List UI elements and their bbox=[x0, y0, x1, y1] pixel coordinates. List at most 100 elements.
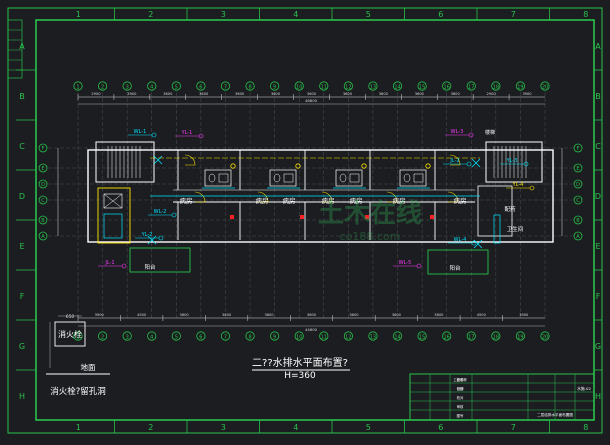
axis-bubble-top bbox=[515, 81, 526, 91]
ward-toilet bbox=[399, 169, 427, 187]
drawing-scale-text: H=360 bbox=[284, 371, 316, 381]
axis-bubble-bottom bbox=[319, 331, 329, 341]
axis-label-top: 9 bbox=[273, 85, 276, 91]
hydrant-label: 消火栓 bbox=[58, 329, 82, 339]
door-swing bbox=[194, 191, 206, 203]
axis-label-top: 3 bbox=[126, 85, 129, 91]
axis-bubble-right bbox=[573, 179, 583, 189]
axis-label-top: 13 bbox=[370, 85, 376, 91]
border-row-label-right: A bbox=[595, 42, 601, 51]
axis-label-left: F bbox=[42, 146, 45, 152]
title-block-cell: 日期 bbox=[457, 386, 464, 391]
dim-value-bottom: 3600 bbox=[180, 313, 190, 317]
border-column-label-top: 7 bbox=[511, 10, 516, 19]
door-swing bbox=[184, 154, 196, 166]
dim-value-top: 3900 bbox=[127, 92, 137, 96]
ward-toilet bbox=[335, 169, 363, 187]
axis-bubble-left bbox=[38, 179, 48, 189]
axis-label-bottom: 16 bbox=[443, 335, 449, 341]
axis-bubble-bottom bbox=[245, 331, 255, 341]
axis-bubble-bottom bbox=[442, 331, 452, 341]
pipe-tag: WL-1 bbox=[134, 129, 147, 135]
axis-bubble-bottom bbox=[147, 331, 157, 341]
border-column-label-top: 3 bbox=[221, 10, 226, 19]
riser-symbol bbox=[468, 132, 474, 138]
axis-label-top: 8 bbox=[248, 85, 251, 91]
axis-bubble-top bbox=[73, 81, 83, 91]
dim-value-bottom: 3900 bbox=[95, 313, 105, 317]
axis-bubble-top bbox=[97, 81, 108, 91]
building-plan: 1122334455667788991010111112121313141415… bbox=[38, 81, 583, 341]
axis-label-bottom: 6 bbox=[199, 335, 202, 341]
border-row-label-left: F bbox=[20, 292, 25, 301]
axis-label-bottom: 17 bbox=[468, 335, 474, 341]
axis-label-left: A bbox=[41, 234, 45, 240]
balcony-left bbox=[129, 247, 191, 273]
room-label: 病房 bbox=[180, 196, 193, 205]
elevator-cross bbox=[103, 193, 123, 209]
axis-bubble-top bbox=[294, 81, 304, 91]
drawing-title-text: 二??水排水平面布置? bbox=[252, 356, 348, 369]
elevator-shaft bbox=[97, 187, 131, 244]
axis-bubble-top bbox=[540, 81, 550, 91]
pipe-tag: WL-2 bbox=[154, 209, 167, 215]
axis-bubble-bottom bbox=[343, 331, 353, 341]
axis-label-bottom: 15 bbox=[419, 335, 425, 341]
axis-bubble-bottom bbox=[294, 331, 304, 341]
right-fixture bbox=[493, 214, 501, 244]
border-row-label-left: B bbox=[19, 92, 25, 101]
title-block-cell: 图号 bbox=[457, 413, 464, 418]
axis-bubble-top bbox=[343, 81, 353, 91]
border-column-label-top: 4 bbox=[293, 10, 298, 19]
axis-label-top: 10 bbox=[296, 85, 302, 91]
dim-value-top: 3600 bbox=[271, 92, 281, 96]
axis-label-right: F bbox=[577, 146, 580, 152]
riser-symbol bbox=[295, 163, 301, 169]
pipe-tag: WL-5 bbox=[399, 260, 412, 266]
border-column-label-top: 2 bbox=[148, 10, 153, 19]
border-column-label-bottom: 4 bbox=[293, 423, 298, 432]
toilet-fixture bbox=[273, 173, 281, 183]
door-swing bbox=[449, 154, 461, 166]
stamp-block bbox=[7, 19, 23, 79]
pipe-tag: JL-2 bbox=[449, 158, 459, 164]
border-column-label-top: 6 bbox=[438, 10, 443, 19]
title-block-cell: 校对 bbox=[457, 395, 464, 400]
axis-label-bottom: 4 bbox=[150, 335, 153, 341]
room-label: 病房 bbox=[256, 196, 269, 205]
axis-bubble-bottom bbox=[196, 331, 206, 341]
axis-label-right: E bbox=[576, 166, 579, 172]
axis-bubble-left bbox=[38, 143, 48, 153]
dim-total-bottom: 44600 bbox=[305, 327, 318, 332]
exterior-wall bbox=[87, 149, 554, 243]
riser-symbol bbox=[416, 263, 422, 269]
axis-bubble-bottom bbox=[270, 331, 280, 341]
drawing-title: 二??水排水平面布置? H=360 bbox=[252, 356, 350, 381]
axis-label-top: 16 bbox=[443, 85, 449, 91]
pipe-tag: WL-4 bbox=[454, 237, 467, 243]
border-column-label-top: 8 bbox=[583, 10, 588, 19]
dim-value-bottom: 4500 bbox=[477, 313, 487, 317]
room-label: 病房 bbox=[283, 196, 296, 205]
shaft-box bbox=[103, 213, 123, 239]
room-label: 病房 bbox=[393, 196, 406, 205]
border-row-label-left: H bbox=[19, 392, 25, 401]
axis-label-top: 17 bbox=[468, 85, 474, 91]
axis-label-bottom: 12 bbox=[345, 335, 351, 341]
axis-label-top: 4 bbox=[150, 85, 153, 91]
hydrant-symbol bbox=[473, 239, 483, 249]
balcony-right bbox=[427, 249, 489, 275]
axis-label-bottom: 2 bbox=[101, 335, 104, 341]
right-room bbox=[477, 185, 513, 237]
room-label: 病房 bbox=[454, 196, 467, 205]
ward-toilet bbox=[269, 169, 297, 187]
title-block-drawing-name: 二层给排水平面布置图 bbox=[537, 412, 573, 417]
toilet-fixture bbox=[208, 173, 216, 183]
stair-right-wall bbox=[485, 141, 543, 183]
sink-fixture bbox=[283, 173, 294, 183]
axis-bubble-right bbox=[573, 163, 583, 173]
dim-value-top: 3600 bbox=[379, 92, 389, 96]
